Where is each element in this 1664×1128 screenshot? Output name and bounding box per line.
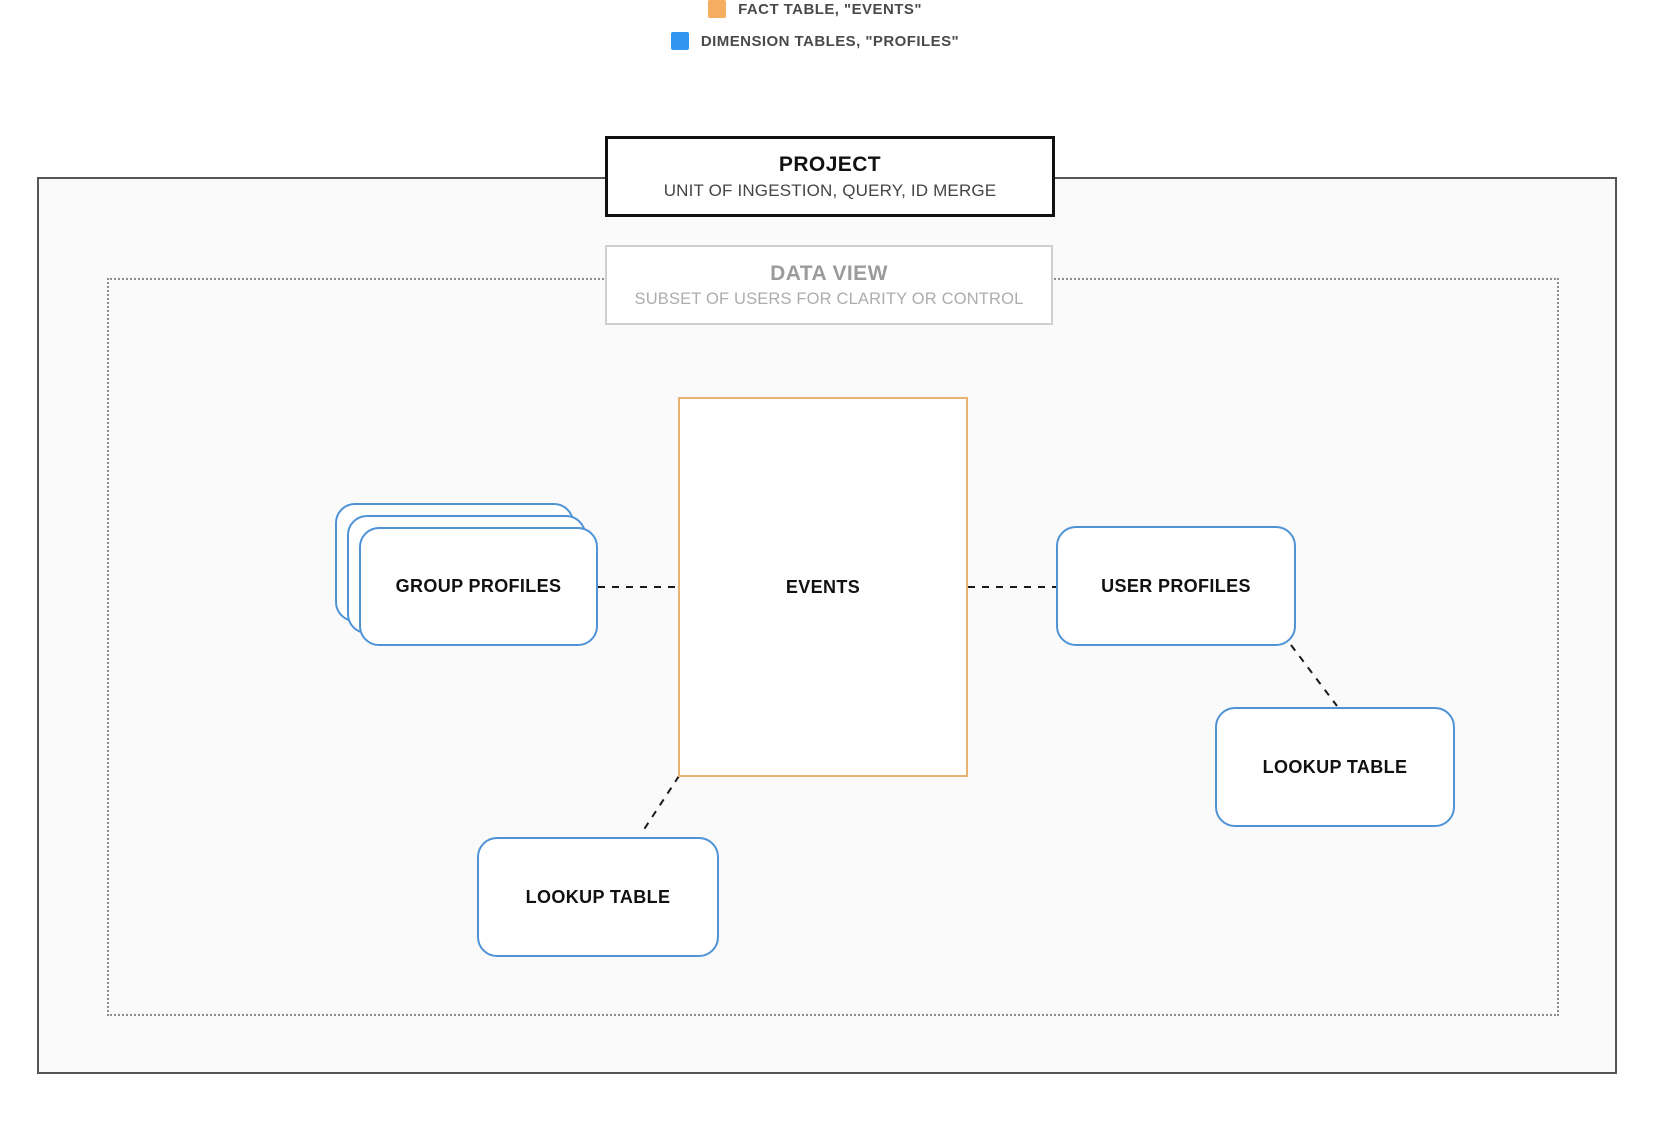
legend-item-dimension-tables: DIMENSION TABLES, "PROFILES" [670, 32, 960, 50]
node-events-label: EVENTS [785, 576, 861, 597]
project-header-box: PROJECT UNIT OF INGESTION, QUERY, ID MER… [605, 136, 1055, 217]
fact-table-swatch-icon [708, 0, 727, 18]
dimension-tables-swatch-icon [670, 32, 689, 50]
node-lookup-table-bottom: LOOKUP TABLE [477, 837, 719, 957]
data-view-subtitle: SUBSET OF USERS FOR CLARITY OR CONTROL [634, 289, 1024, 308]
node-group-profiles-label: GROUP PROFILES [395, 576, 562, 596]
legend-item-label: DIMENSION TABLES, "PROFILES" [700, 32, 960, 50]
legend: FACT TABLE, "EVENTS" DIMENSION TABLES, "… [0, 0, 1647, 50]
legend-item-label: FACT TABLE, "EVENTS" [738, 0, 922, 18]
project-subtitle: UNIT OF INGESTION, QUERY, ID MERGE [663, 180, 997, 200]
legend-item-fact-table: FACT TABLE, "EVENTS" [708, 0, 922, 18]
node-lookup-table-bottom-label: LOOKUP TABLE [525, 886, 671, 907]
node-lookup-table-right-label: LOOKUP TABLE [1262, 756, 1408, 777]
node-lookup-table-right: LOOKUP TABLE [1215, 707, 1455, 827]
project-title: PROJECT [778, 152, 882, 176]
node-user-profiles-label: USER PROFILES [1101, 575, 1251, 596]
data-view-title: DATA VIEW [770, 261, 888, 285]
node-group-profiles: GROUP PROFILES [359, 527, 598, 646]
data-view-header-box: DATA VIEW SUBSET OF USERS FOR CLARITY OR… [605, 245, 1053, 325]
node-events: EVENTS [678, 397, 968, 777]
node-user-profiles: USER PROFILES [1056, 526, 1296, 646]
